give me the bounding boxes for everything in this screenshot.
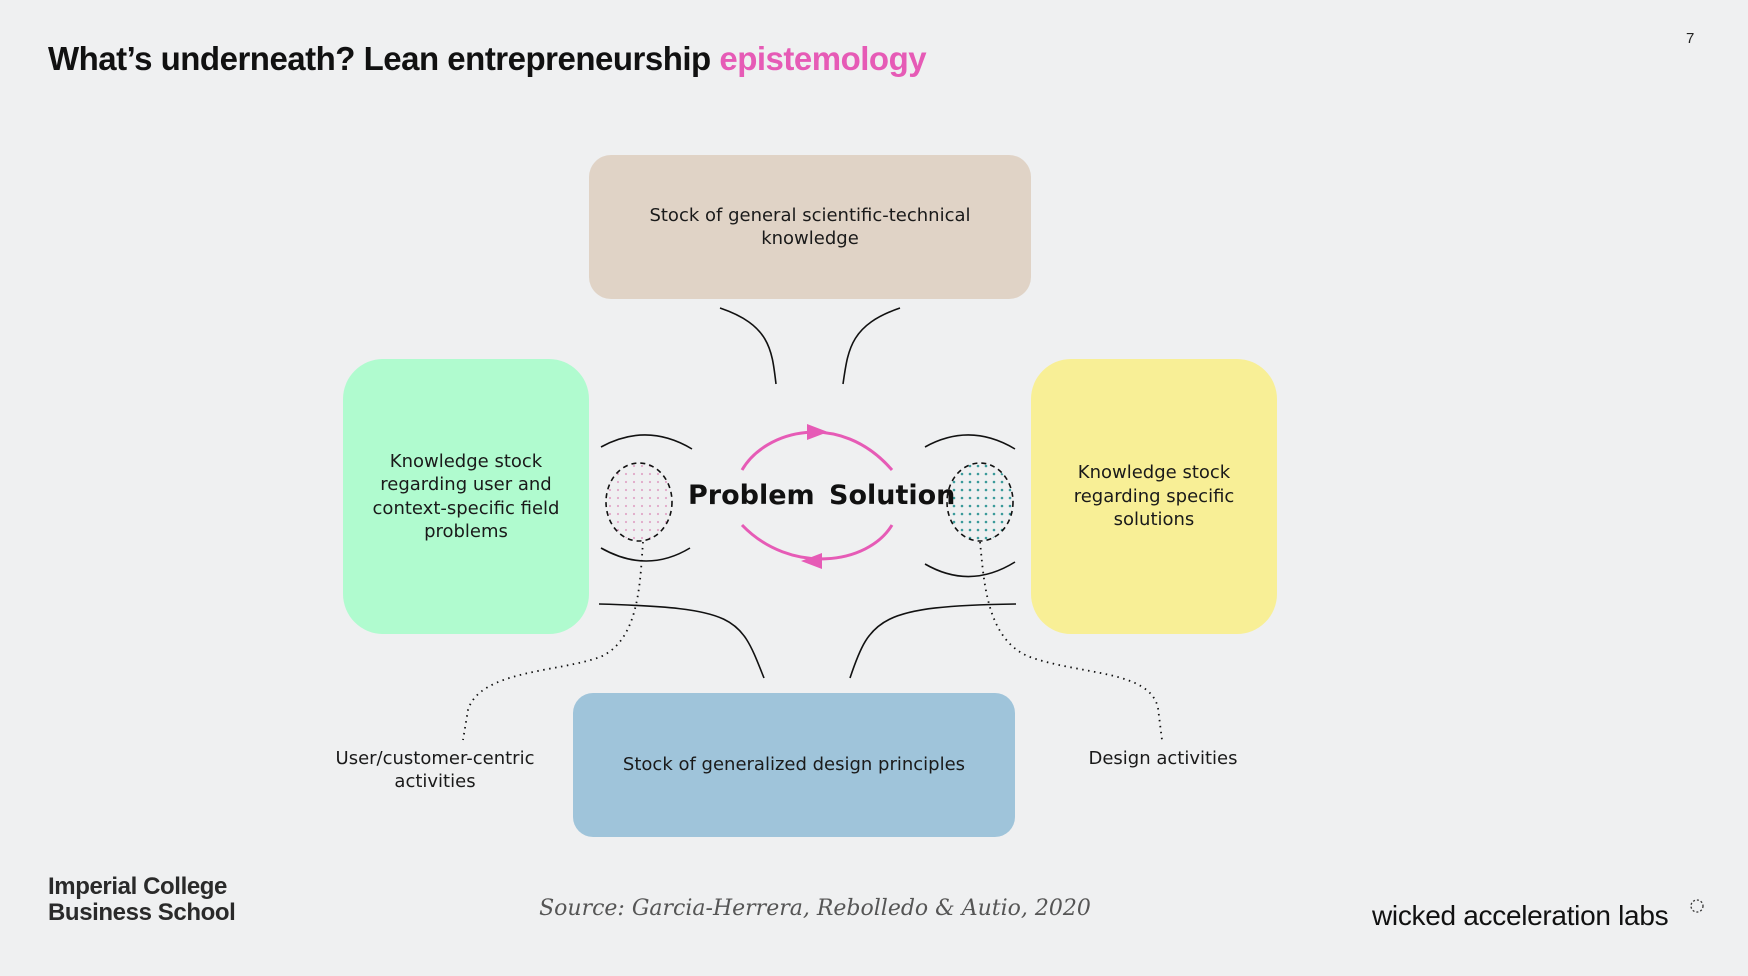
design-activities-label: Design activities — [1088, 748, 1238, 769]
top-connector-left — [719, 307, 777, 385]
left-arc-top — [600, 434, 693, 450]
left-activity-leader — [462, 541, 644, 741]
solution-dotted-oval — [946, 462, 1014, 542]
cycle-arrow-top-head — [807, 424, 828, 440]
page-number: 7 — [1686, 30, 1695, 47]
bottom-connector-right — [849, 603, 1017, 679]
design-principles-box: Stock of generalized design principles — [573, 693, 1015, 837]
wicked-labs-logo: wicked acceleration labs — [1372, 900, 1669, 931]
title-main: What’s underneath? Lean entrepreneurship — [48, 40, 720, 77]
user-activities-label: User/customer-centric activities — [335, 748, 535, 793]
user-problem-knowledge-box: Knowledge stock regarding user and conte… — [343, 359, 589, 634]
solution-knowledge-box: Knowledge stock regarding specific solut… — [1031, 359, 1277, 634]
right-activity-leader — [979, 541, 1163, 741]
cycle-arrow-bottom — [740, 523, 894, 561]
bottom-connector-left — [598, 603, 765, 679]
problem-dotted-oval — [605, 462, 673, 542]
top-connector-right — [842, 307, 901, 385]
imperial-logo: Imperial College Business School — [48, 873, 236, 926]
imperial-logo-line2: Business School — [48, 899, 236, 926]
general-knowledge-box: Stock of general scientific-technical kn… — [589, 155, 1031, 299]
solution-label: Solution — [829, 480, 956, 511]
imperial-logo-line1: Imperial College — [48, 873, 227, 900]
title-accent: epistemology — [719, 40, 927, 77]
left-arc-bottom — [600, 547, 691, 562]
slide-title: What’s underneath? Lean entrepreneurship… — [48, 40, 927, 78]
cycle-arrow-bottom-head — [801, 553, 822, 569]
right-arc-top — [924, 434, 1016, 450]
cycle-arrow-top — [740, 430, 894, 471]
problem-label: Problem — [688, 480, 815, 511]
right-arc-bottom — [924, 561, 1016, 578]
dotted-circle-icon — [1690, 899, 1704, 913]
source-citation: Source: Garcia-Herrera, Rebolledo & Auti… — [539, 896, 1091, 921]
